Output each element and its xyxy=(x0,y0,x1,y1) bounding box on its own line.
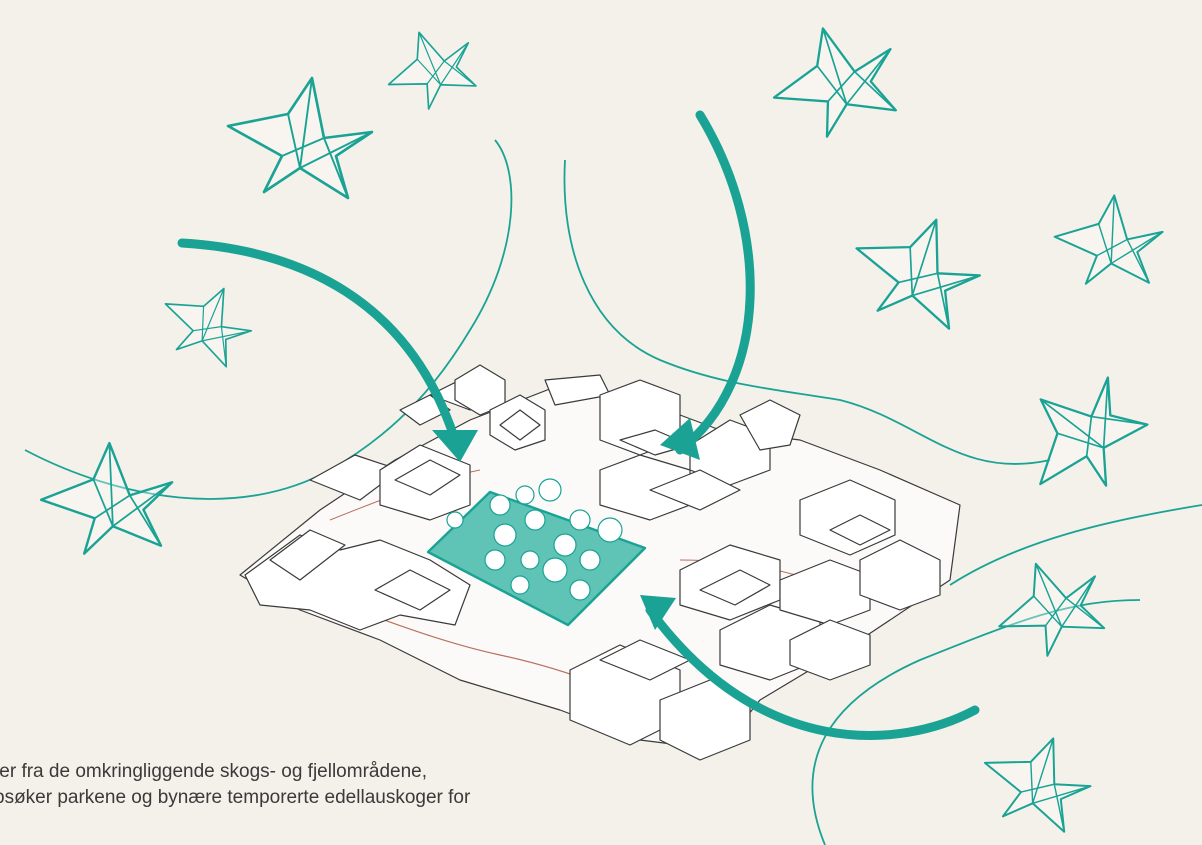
flow-arrows xyxy=(177,110,980,740)
flow-arrow-icon xyxy=(432,430,478,462)
flow-arrow-west xyxy=(177,238,460,445)
flow-arrow-icon xyxy=(660,418,700,460)
caption-line-1: ter fra de omkringliggende skogs- og fje… xyxy=(0,761,428,782)
flow-arrow-heads xyxy=(432,418,700,630)
origami-bird-icon xyxy=(1050,190,1168,292)
origami-bird-icon xyxy=(372,12,490,125)
origami-bird-icon xyxy=(32,432,184,567)
origami-bird-icon xyxy=(974,726,1099,836)
flow-arrow-southeast xyxy=(645,605,980,740)
origami-bird-icon xyxy=(226,76,374,200)
origami-bird-icon xyxy=(755,5,917,156)
flow-arrow-icon xyxy=(640,595,676,630)
park-area xyxy=(426,478,647,627)
flow-arrow-north xyxy=(675,110,755,455)
caption-line-2: psøker parkene og bynære temporerte edel… xyxy=(0,787,471,808)
origami-bird-icon xyxy=(1002,352,1160,517)
caption-text: ter fra de omkringliggende skogs- og fje… xyxy=(0,759,760,811)
origami-bird-icon xyxy=(980,540,1121,675)
origami-bird-icon xyxy=(844,205,990,334)
origami-bird-icon xyxy=(152,274,261,372)
tree-icon xyxy=(446,478,623,601)
